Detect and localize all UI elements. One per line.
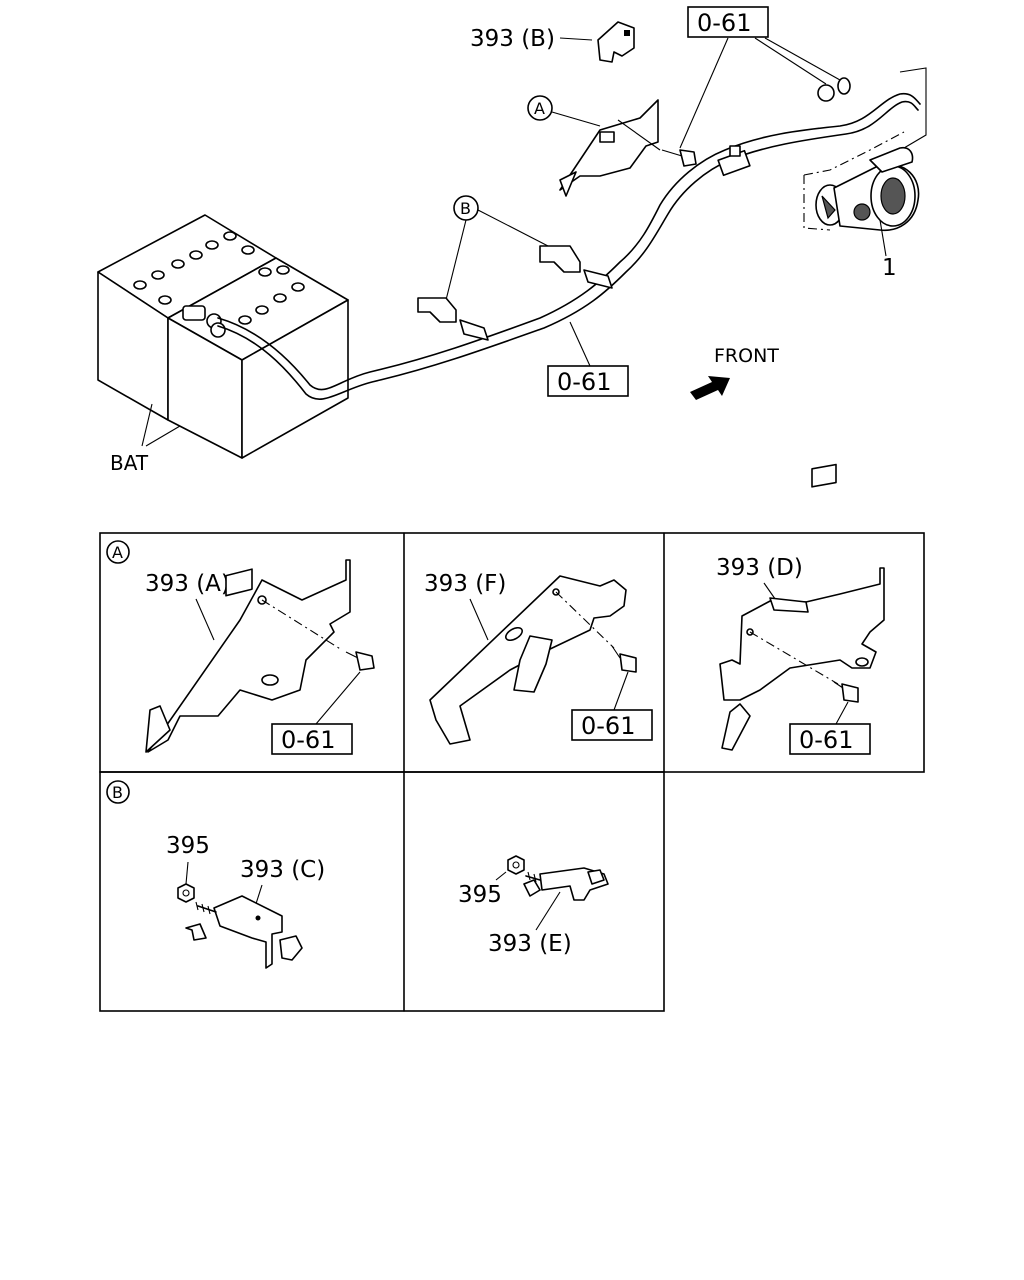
bracket-393c-drawing [185, 895, 303, 969]
ref-box-cable [547, 365, 629, 397]
label-detail-a-callout: A [112, 543, 123, 562]
label-starter-part: 1 [882, 255, 897, 281]
washer-top [837, 77, 851, 95]
bracket-393b-illustration [559, 21, 635, 63]
label-395-right: 395 [458, 882, 502, 908]
bracket-393e-drawing [523, 867, 609, 901]
front-arrow-icon [690, 376, 730, 400]
label-ref-a: 0-61 [281, 726, 335, 754]
bracket-b-overview-1 [417, 297, 489, 341]
starter-motor-illustration [803, 67, 927, 231]
ref-box-top [687, 6, 769, 38]
bracket-393a-drawing [145, 559, 351, 753]
battery-cable-outline [217, 100, 919, 400]
cable-clip-upper [717, 145, 751, 177]
label-395-left: 395 [166, 833, 210, 859]
label-393a: 393 (A) [145, 571, 230, 597]
nut-395-right [507, 855, 525, 875]
bolt-a [345, 651, 375, 671]
battery-illustration [97, 214, 349, 459]
detail-a-panel: A 393 (A) 0-61 393 (F) [99, 463, 925, 773]
label-393c: 393 (C) [240, 857, 325, 883]
label-393e: 393 (E) [488, 931, 572, 957]
callout-a-overview [527, 95, 553, 121]
label-callout-a: A [534, 99, 545, 118]
label-393b-top: 393 (B) [470, 26, 555, 52]
bracket-a-overview [559, 99, 661, 197]
battery-cable [217, 92, 921, 391]
bolt-d [833, 681, 859, 703]
overview-illustration: 1 393 (B) 0-61 A [97, 6, 927, 475]
label-detail-b-callout: B [112, 783, 123, 802]
label-ref-top: 0-61 [697, 9, 751, 37]
label-front: FRONT [714, 345, 779, 367]
label-ref-f: 0-61 [581, 712, 635, 740]
ref-box-f [571, 709, 653, 741]
label-ref-cable: 0-61 [557, 368, 611, 396]
callout-a-detail [106, 540, 130, 564]
label-393f: 393 (F) [424, 571, 506, 597]
label-393d: 393 (D) [716, 555, 803, 581]
label-callout-b: B [460, 199, 471, 218]
ref-box-a [271, 723, 353, 755]
bracket-b-overview-2 [539, 245, 613, 289]
label-battery: BAT [110, 451, 149, 475]
ref-box-d [789, 723, 871, 755]
label-ref-d: 0-61 [799, 726, 853, 754]
nut-395-left [177, 883, 195, 903]
callout-b-detail [106, 780, 130, 804]
detail-b-panel: B 395 393 (C) 395 [99, 771, 665, 1012]
nut-top [817, 84, 835, 102]
bolt-f [611, 645, 637, 673]
bracket-393f-drawing [429, 575, 627, 745]
bracket-393d-drawing [719, 463, 885, 751]
battery-caps [133, 231, 305, 325]
bolt-overview [661, 149, 697, 167]
